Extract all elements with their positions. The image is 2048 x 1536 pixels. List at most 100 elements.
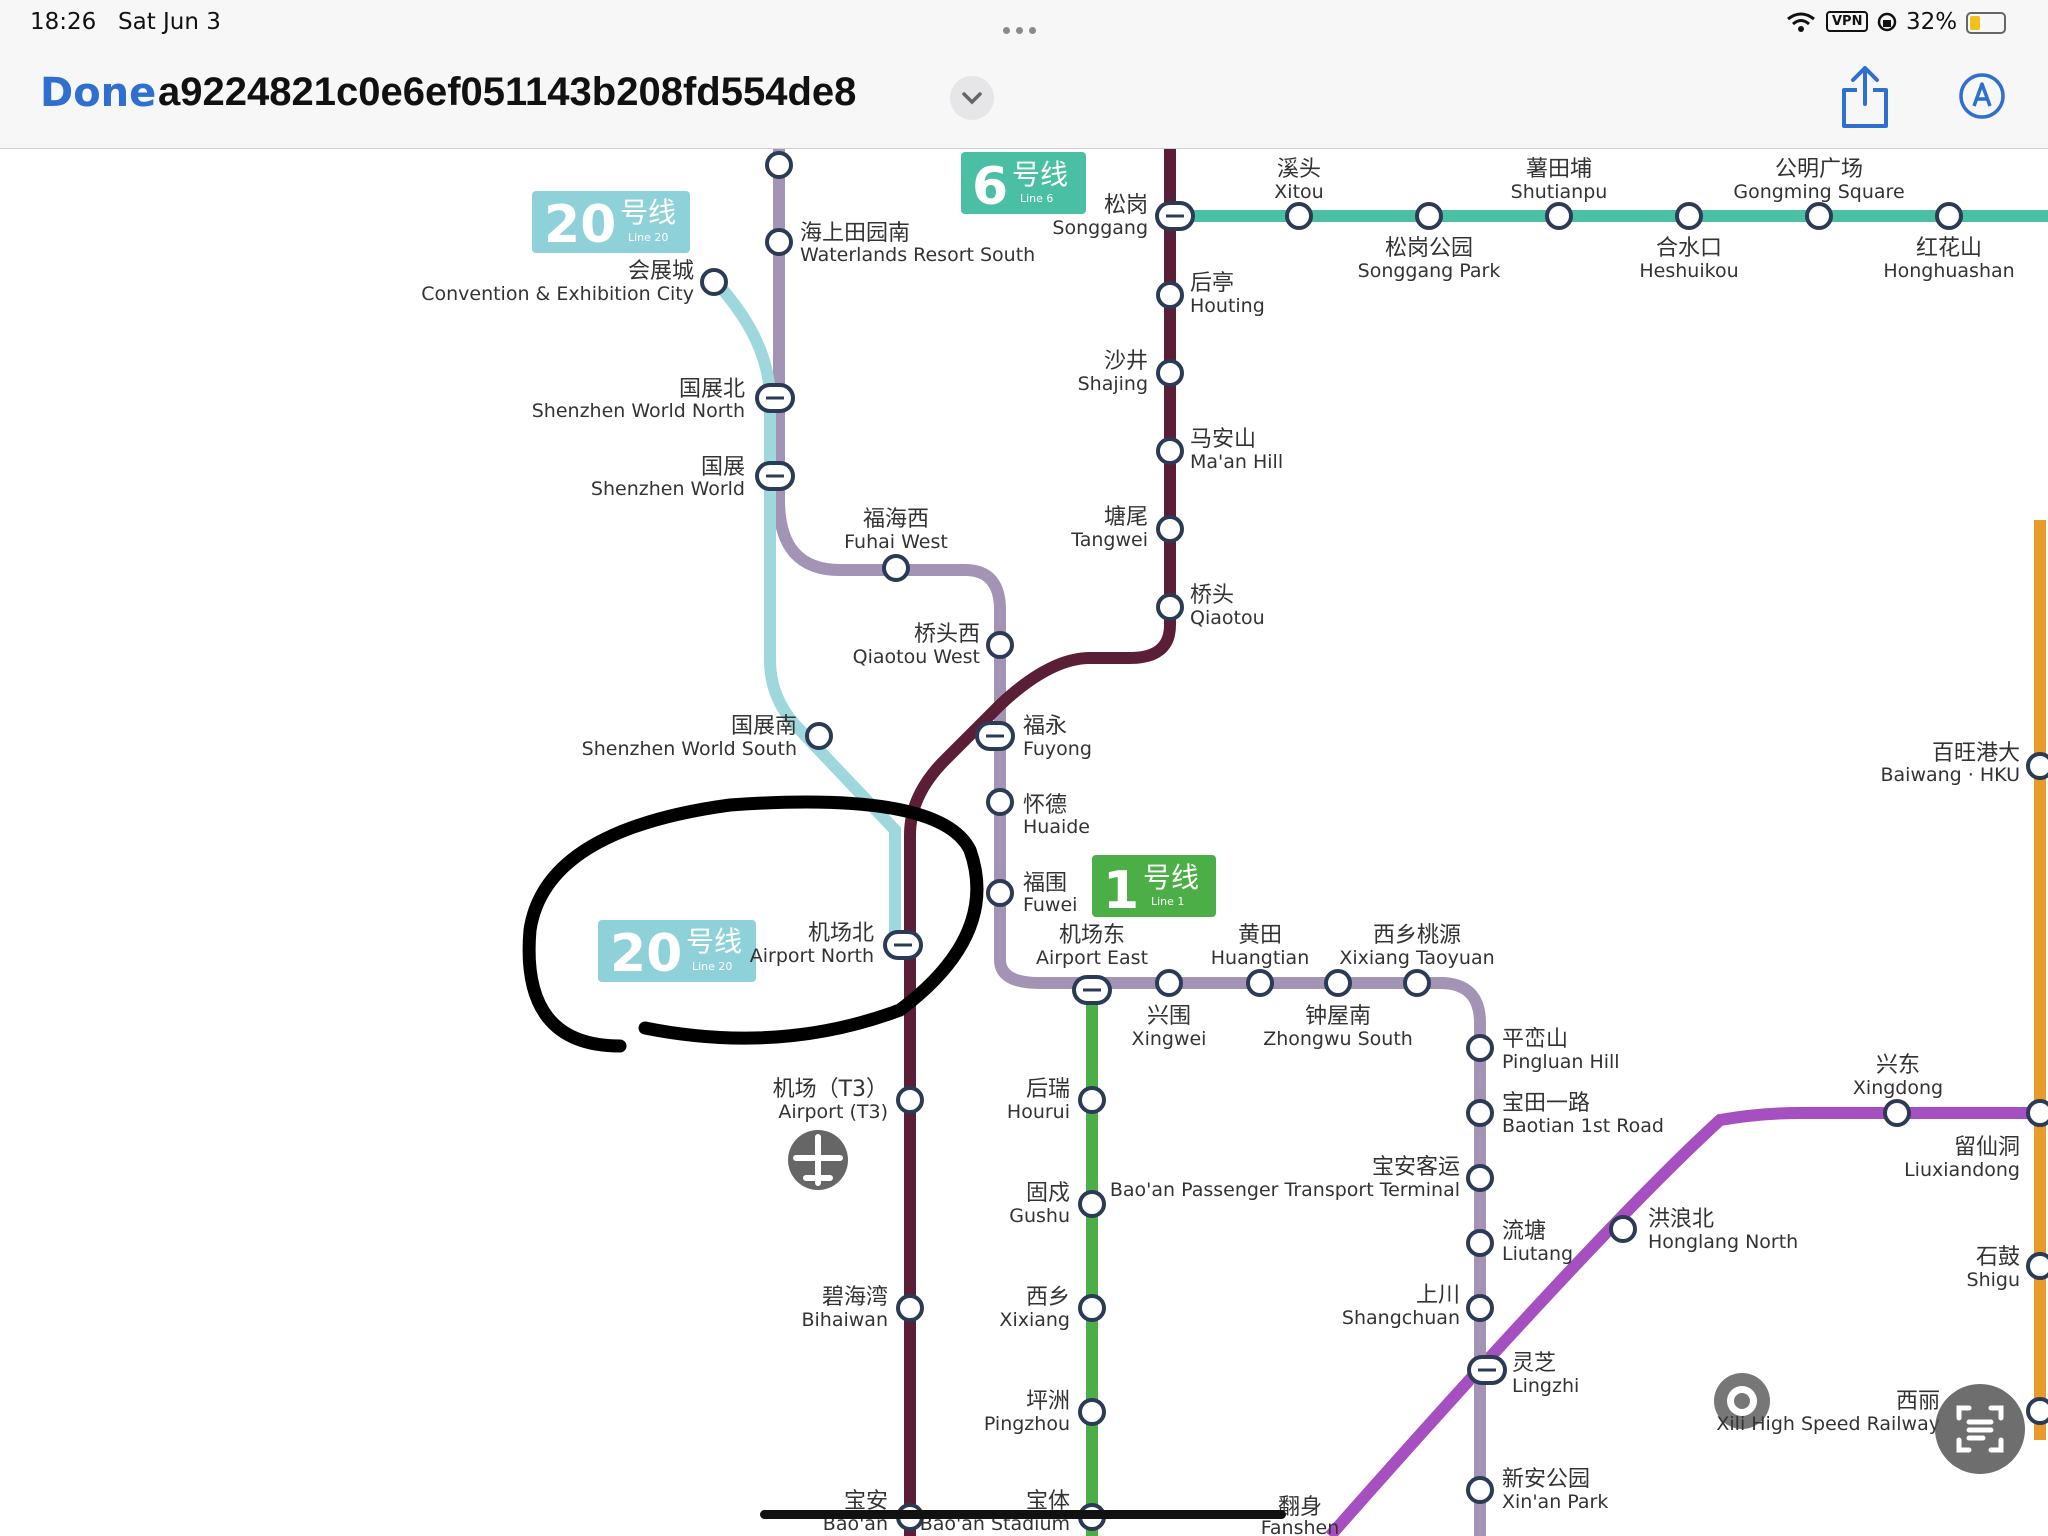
station-cn[interactable]: 薯田埔: [1526, 157, 1592, 182]
station-cn[interactable]: 机场（T3）: [773, 1077, 888, 1102]
station-marker[interactable]: [1415, 202, 1443, 230]
station-marker[interactable]: [1545, 202, 1573, 230]
station-marker[interactable]: [896, 1294, 924, 1322]
station-en[interactable]: Shenzhen World: [591, 478, 745, 500]
station-cn[interactable]: 桥头: [1190, 583, 1234, 608]
station-cn[interactable]: 溪头: [1277, 157, 1321, 182]
station-en[interactable]: Baiwang · HKU: [1880, 764, 2020, 786]
station-cn[interactable]: 海上田园南: [800, 221, 910, 246]
station-cn[interactable]: 后瑞: [1026, 1077, 1070, 1102]
station-marker[interactable]: [1466, 1476, 1494, 1504]
station-marker[interactable]: [1935, 202, 1963, 230]
station-cn[interactable]: 机场东: [1059, 923, 1125, 948]
station-cn[interactable]: 机场北: [808, 921, 874, 946]
markup-icon[interactable]: [1958, 72, 2006, 120]
station-cn[interactable]: 兴东: [1876, 1053, 1920, 1078]
station-marker[interactable]: [986, 879, 1014, 907]
station-en[interactable]: Fuhai West: [844, 531, 948, 553]
station-en[interactable]: Pingzhou: [984, 1413, 1070, 1435]
station-cn[interactable]: 会展城: [628, 259, 694, 284]
station-en[interactable]: Fanshen: [1261, 1517, 1340, 1536]
station-en[interactable]: Fuyong: [1023, 738, 1092, 760]
station-cn[interactable]: 宝体: [1026, 1489, 1070, 1514]
station-cn[interactable]: 流塘: [1502, 1219, 1546, 1244]
station-marker[interactable]: [882, 554, 910, 582]
station-marker[interactable]: [1675, 202, 1703, 230]
station-marker[interactable]: [1078, 1294, 1106, 1322]
station-cn[interactable]: 西丽: [1896, 1389, 1940, 1414]
station-cn[interactable]: 红花山: [1916, 236, 1982, 261]
station-en[interactable]: Shutianpu: [1511, 181, 1608, 203]
station-en[interactable]: Convention & Exhibition City: [421, 283, 694, 305]
station-marker[interactable]: [2026, 752, 2048, 780]
station-marker[interactable]: [1156, 437, 1184, 465]
station-en[interactable]: Gushu: [1009, 1205, 1070, 1227]
station-cn[interactable]: 黄田: [1238, 923, 1282, 948]
station-en[interactable]: Shenzhen World South: [582, 738, 797, 760]
station-cn[interactable]: 石鼓: [1976, 1245, 2020, 1270]
station-cn[interactable]: 合水口: [1656, 236, 1722, 261]
station-cn[interactable]: 西乡: [1026, 1285, 1070, 1310]
station-cn[interactable]: 宝安: [844, 1489, 888, 1514]
station-marker[interactable]: [765, 151, 793, 179]
station-cn[interactable]: 松岗: [1104, 193, 1148, 218]
station-cn[interactable]: 国展北: [679, 377, 745, 402]
station-marker[interactable]: [2026, 1099, 2048, 1127]
station-marker[interactable]: [1466, 1229, 1494, 1257]
share-icon[interactable]: [1840, 64, 1890, 130]
station-en[interactable]: Lingzhi: [1512, 1375, 1579, 1397]
station-en[interactable]: Ma'an Hill: [1190, 451, 1283, 473]
station-en[interactable]: Houting: [1190, 295, 1265, 317]
station-marker[interactable]: [986, 788, 1014, 816]
station-marker[interactable]: [1805, 202, 1833, 230]
station-cn[interactable]: 国展: [701, 455, 745, 480]
station-en[interactable]: Shangchuan: [1342, 1307, 1460, 1329]
station-marker[interactable]: [1078, 1190, 1106, 1218]
station-en[interactable]: Huangtian: [1211, 947, 1310, 969]
station-cn[interactable]: 福海西: [863, 507, 929, 532]
station-marker[interactable]: [1883, 1099, 1911, 1127]
station-marker[interactable]: [805, 722, 833, 750]
station-en[interactable]: Liuxiandong: [1904, 1159, 2020, 1181]
station-en[interactable]: Zhongwu South: [1263, 1028, 1413, 1050]
station-cn[interactable]: 钟屋南: [1305, 1004, 1371, 1029]
station-en[interactable]: Airport (T3): [778, 1101, 888, 1123]
station-marker[interactable]: [1466, 1164, 1494, 1192]
station-marker[interactable]: [986, 631, 1014, 659]
station-en[interactable]: Shajing: [1078, 373, 1148, 395]
station-cn[interactable]: 塘尾: [1104, 505, 1148, 530]
station-marker[interactable]: [1403, 969, 1431, 997]
station-en[interactable]: Bao'an Passenger Transport Terminal: [1110, 1179, 1460, 1201]
station-en[interactable]: Heshuikou: [1639, 260, 1738, 282]
station-en[interactable]: Songgang Park: [1358, 260, 1501, 282]
station-en[interactable]: Xitou: [1274, 181, 1323, 203]
station-cn[interactable]: 松岗公园: [1385, 236, 1473, 261]
station-en[interactable]: Xin'an Park: [1502, 1491, 1608, 1513]
done-button[interactable]: Done: [40, 70, 157, 116]
station-marker[interactable]: [1609, 1215, 1637, 1243]
station-en[interactable]: Xili High Speed Railway: [1716, 1413, 1940, 1435]
station-cn[interactable]: 百旺港大: [1932, 741, 2020, 766]
station-cn[interactable]: 宝田一路: [1502, 1091, 1590, 1116]
multitasking-dots-icon[interactable]: [1000, 19, 1039, 38]
station-en[interactable]: Bihaiwan: [801, 1309, 888, 1331]
station-cn[interactable]: 新安公园: [1502, 1467, 1590, 1492]
live-text-button[interactable]: [1935, 1384, 2025, 1474]
station-cn[interactable]: 沙井: [1104, 349, 1148, 374]
title-menu-button[interactable]: [950, 76, 994, 120]
station-marker[interactable]: [1156, 359, 1184, 387]
station-en[interactable]: Shenzhen World North: [532, 400, 745, 422]
station-cn[interactable]: 马安山: [1190, 427, 1256, 452]
metro-map[interactable]: 20 号线 Line 20 6 号线 Line 6 1 号线 Line 1 20…: [0, 149, 2048, 1536]
file-title[interactable]: a9224821c0e6ef051143b208fd554de8: [158, 70, 857, 114]
station-en[interactable]: Liutang: [1502, 1243, 1573, 1265]
station-marker[interactable]: [1078, 1398, 1106, 1426]
station-cn[interactable]: 留仙洞: [1954, 1135, 2020, 1160]
station-en[interactable]: Xingdong: [1853, 1077, 1943, 1099]
station-marker[interactable]: [1466, 1034, 1494, 1062]
station-marker[interactable]: [1078, 1086, 1106, 1114]
station-en[interactable]: Songgang: [1052, 217, 1148, 239]
station-cn[interactable]: 洪浪北: [1648, 1207, 1714, 1232]
station-en[interactable]: Waterlands Resort South: [800, 244, 1035, 266]
station-marker[interactable]: [1156, 281, 1184, 309]
